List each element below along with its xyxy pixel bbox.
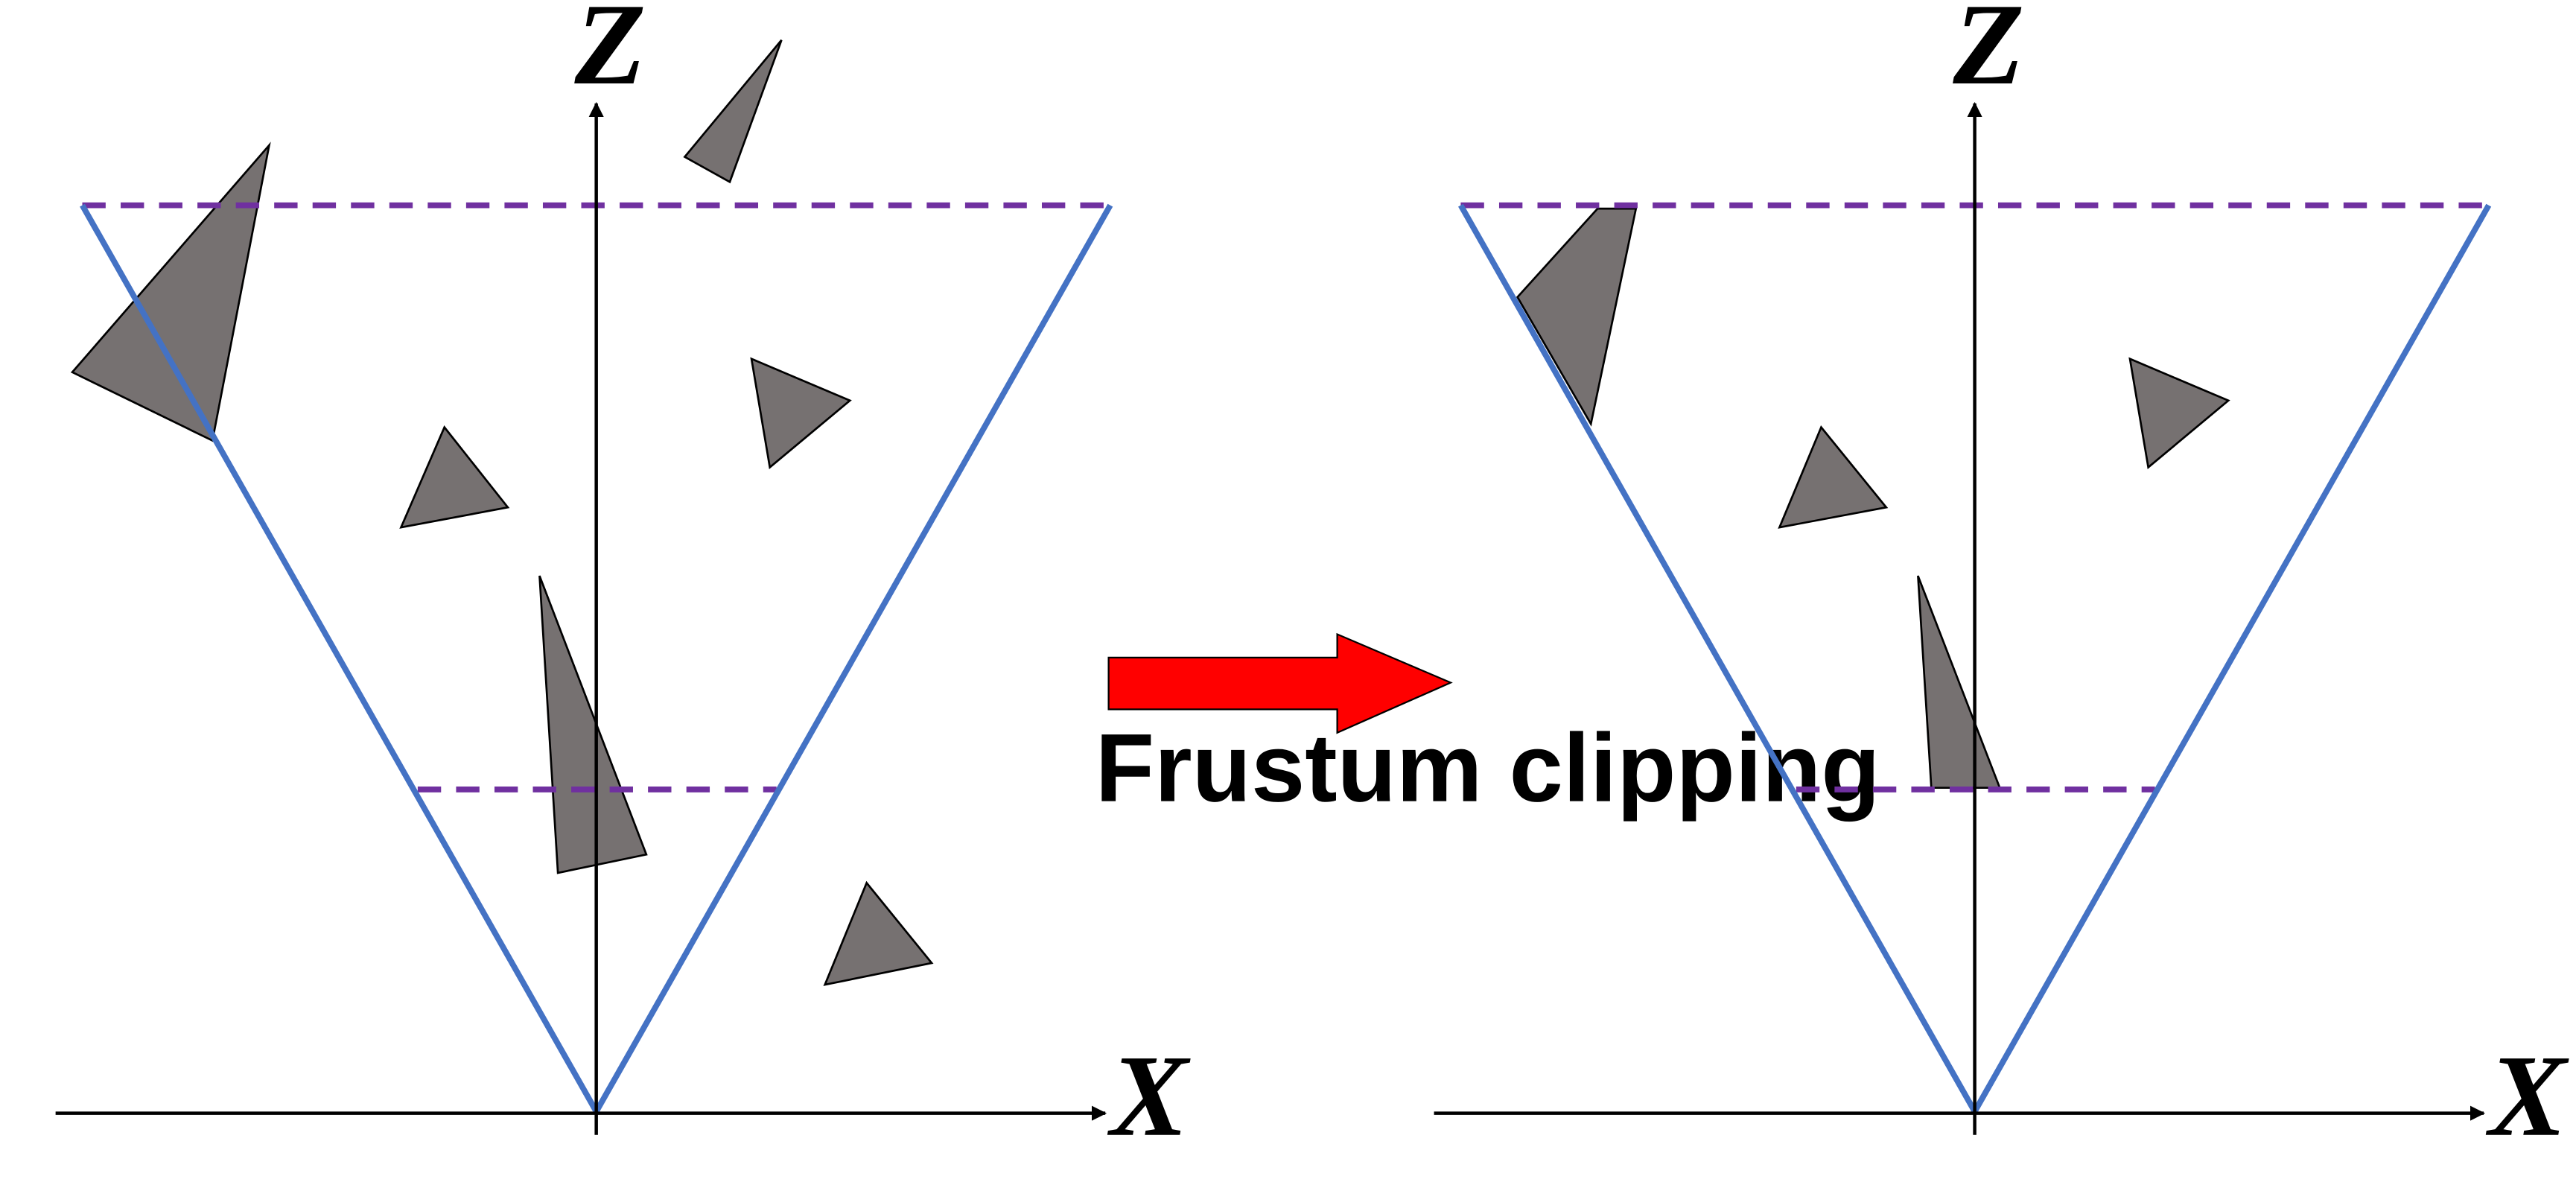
frustum-edge-left [80,203,600,1113]
z-axis-label: Z [1952,0,2024,109]
triangle-inside-left [399,425,510,529]
triangle-top-outside [683,39,783,184]
panel-after-clipping: X Z [1434,0,2569,1160]
frustum-edge-left [1458,203,1978,1113]
right-arrow-icon [1107,632,1453,734]
frustum-edge-right [594,203,1113,1113]
frustum-edge-right [1972,203,2492,1113]
z-axis-label: Z [574,0,646,109]
triangle-crossing-near [538,575,648,874]
triangle-large-left [70,142,271,442]
triangle-bottom-outside [823,880,934,986]
clipped-triangle-near [1917,575,2002,790]
x-axis-label: X [1107,1031,1191,1160]
caption-frustum-clipping: Frustum clipping [1095,714,1880,822]
x-axis-label: X [2486,1031,2569,1160]
panel-before-clipping: X Z [55,0,1191,1160]
clipped-triangle-large [1516,207,1638,427]
triangle-inside-right [2128,357,2230,469]
transition: Frustum clipping [1095,632,1880,822]
triangle-inside-left [1778,425,1889,529]
triangle-inside-right [750,357,852,469]
